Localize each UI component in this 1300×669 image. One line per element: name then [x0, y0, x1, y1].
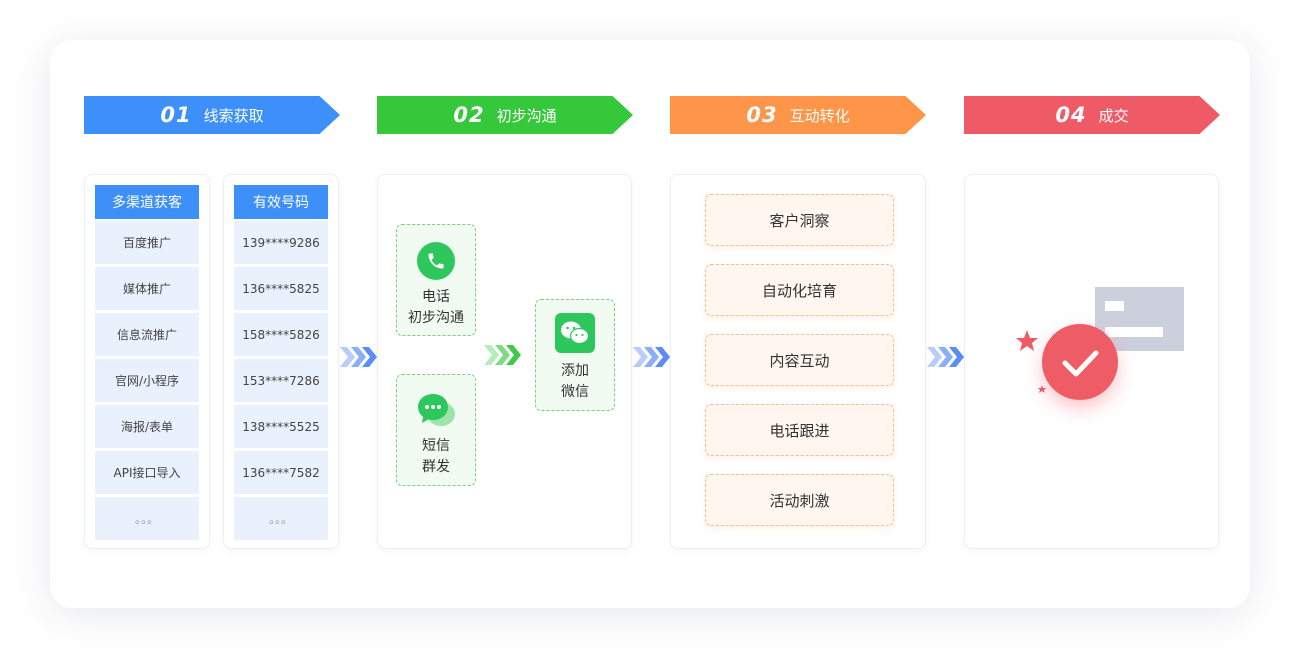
wechat-icon	[555, 313, 595, 353]
sms-box: 短信 群发	[396, 374, 476, 486]
number-item: 153****7286	[234, 359, 328, 402]
stage-banner-3: 03 互动转化	[670, 96, 926, 134]
stage-label: 初步沟通	[496, 106, 557, 125]
chevrons-right-icon	[633, 347, 670, 367]
interaction-item: 电话跟进	[705, 404, 894, 456]
phone-label-1: 电话	[422, 289, 450, 305]
wechat-box: 添加 微信	[535, 299, 615, 411]
stage-number: 04	[1055, 103, 1087, 127]
stage-banner-1: 01 线索获取	[84, 96, 340, 134]
numbers-column: 有效号码 139****9286 136****5825 158****5826…	[223, 174, 339, 549]
channel-item: 百度推广	[95, 221, 199, 264]
channel-item: API接口导入	[95, 451, 199, 494]
chevrons-right-icon	[927, 347, 964, 367]
numbers-header: 有效号码	[234, 185, 328, 219]
interaction-item: 活动刺激	[705, 474, 894, 526]
channel-item-more: 。。。	[95, 497, 199, 540]
channel-item: 海报/表单	[95, 405, 199, 448]
stage-number: 01	[160, 103, 192, 127]
chevrons-right-icon	[340, 347, 377, 367]
stage-label: 线索获取	[203, 106, 264, 125]
stage-banner-4: 04 成交	[964, 96, 1220, 134]
interaction-item: 自动化培育	[705, 264, 894, 316]
channel-item: 官网/小程序	[95, 359, 199, 402]
chevrons-right-icon	[484, 345, 521, 365]
number-item-more: 。。。	[234, 497, 328, 540]
channels-header: 多渠道获客	[95, 185, 199, 219]
number-item: 139****9286	[234, 221, 328, 264]
flow-arrow-2	[633, 347, 671, 367]
wechat-label-1: 添加	[561, 363, 589, 379]
number-item: 136****7582	[234, 451, 328, 494]
stage3-panel: 客户洞察 自动化培育 内容互动 电话跟进 活动刺激	[670, 174, 926, 549]
channels-column: 多渠道获客 百度推广 媒体推广 信息流推广 官网/小程序 海报/表单 API接口…	[84, 174, 210, 549]
channel-item: 信息流推广	[95, 313, 199, 356]
phone-box: 电话 初步沟通	[396, 224, 476, 336]
flow-arrow-inner	[484, 345, 522, 365]
stage-label: 成交	[1098, 106, 1129, 125]
stage-banner-2: 02 初步沟通	[377, 96, 633, 134]
phone-label-2: 初步沟通	[408, 310, 464, 326]
stage2-panel: 电话 初步沟通 短信 群发	[377, 174, 632, 549]
flow-arrow-1	[340, 347, 378, 367]
number-item: 136****5825	[234, 267, 328, 310]
chat-bubble-icon	[416, 392, 456, 430]
sms-label-2: 群发	[422, 459, 450, 475]
phone-icon	[417, 242, 455, 280]
stage-number: 03	[746, 103, 778, 127]
interaction-item: 内容互动	[705, 334, 894, 386]
sms-label-1: 短信	[422, 438, 450, 454]
stage4-panel	[964, 174, 1219, 549]
number-item: 158****5826	[234, 313, 328, 356]
stage-label: 互动转化	[789, 106, 850, 125]
flow-arrow-3	[927, 347, 965, 367]
stage-number: 02	[453, 103, 485, 127]
number-item: 138****5525	[234, 405, 328, 448]
interaction-item: 客户洞察	[705, 194, 894, 246]
check-badge-icon	[1016, 287, 1184, 400]
channel-item: 媒体推广	[95, 267, 199, 310]
wechat-label-2: 微信	[561, 384, 589, 400]
